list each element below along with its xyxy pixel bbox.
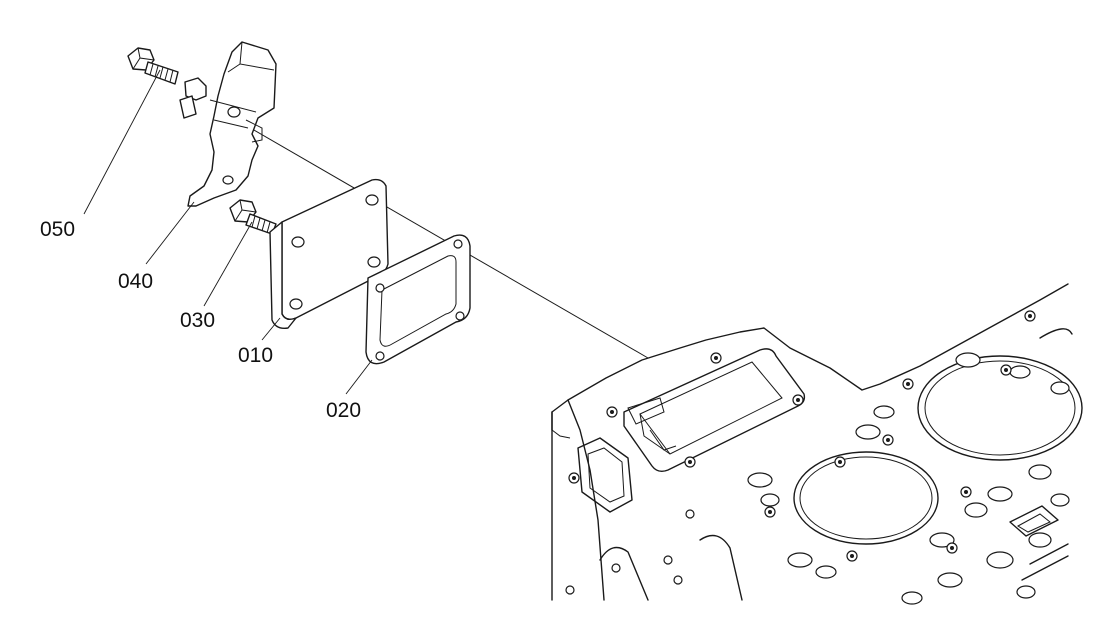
leader-010 xyxy=(261,317,281,341)
bolt-050 xyxy=(127,47,179,85)
part-label-030: 030 xyxy=(180,309,216,332)
gasket-020 xyxy=(365,234,471,365)
leader-030 xyxy=(203,221,253,307)
leader-040 xyxy=(145,201,195,265)
part-label-020: 020 xyxy=(326,399,362,422)
bolt-030 xyxy=(229,199,277,235)
cover-plate-010 xyxy=(269,178,389,330)
part-label-050: 050 xyxy=(40,218,76,241)
engine-block xyxy=(551,283,1083,605)
leader-050 xyxy=(83,69,161,215)
part-label-040: 040 xyxy=(118,270,154,293)
block-bolt-holes xyxy=(565,310,1036,595)
leader-020 xyxy=(345,359,373,395)
lever-bracket-040 xyxy=(179,41,277,207)
assembly-axis-line xyxy=(239,121,649,359)
part-label-010: 010 xyxy=(238,344,274,367)
